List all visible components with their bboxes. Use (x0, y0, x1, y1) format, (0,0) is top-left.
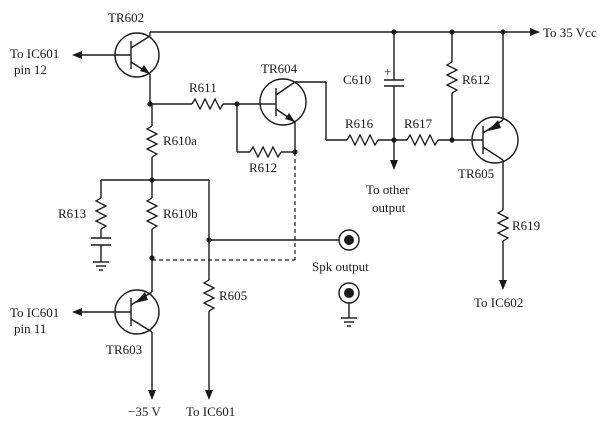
label-r617: R617 (404, 116, 433, 131)
transistor-tr604 (259, 78, 347, 141)
label-r612-right: R612 (462, 72, 490, 87)
spk-ground-jack (338, 282, 360, 327)
label-vee: −35 V (128, 404, 161, 419)
spk-output-jack (338, 229, 360, 251)
resistor-r612-left (237, 122, 296, 159)
resistor-r610b (145, 180, 159, 258)
label-r611: R611 (189, 80, 217, 95)
resistor-r610a (145, 103, 159, 180)
label-tr604: TR604 (261, 61, 298, 76)
label-r613: R613 (58, 206, 86, 221)
label-r610b: R610b (163, 206, 198, 221)
resistor-r617 (406, 133, 483, 147)
transistor-tr602 (72, 32, 160, 104)
resistor-r605 (202, 180, 216, 400)
label-other-output-line1: To other (366, 182, 410, 197)
label-ic601-pin11-line1: To IC601 (10, 305, 59, 320)
transistor-tr605 (471, 32, 519, 210)
resistor-r616 (346, 133, 407, 147)
label-ic601-pin11-line2: pin 11 (14, 321, 46, 336)
label-c610: C610 (343, 72, 371, 87)
label-other-output-line2: output (372, 200, 406, 215)
label-vcc: To 35 Vcc (543, 25, 597, 40)
label-r612-left: R612 (249, 160, 277, 175)
junction-dots (147, 29, 506, 261)
label-tr603: TR603 (106, 342, 142, 357)
resistor-r619 (496, 209, 510, 290)
vcc-rail (150, 28, 540, 36)
feedback-dashed-path (152, 152, 296, 261)
label-ic601-pin12-line2: pin 12 (14, 62, 47, 77)
label-r616: R616 (345, 116, 374, 131)
label-to-ic602: To IC602 (474, 295, 523, 310)
label-r610a: R610a (163, 133, 197, 148)
label-ic601-pin12-line1: To IC601 (10, 46, 59, 61)
label-spk-output: Spk output (312, 259, 369, 274)
capacitor-c610 (384, 32, 404, 170)
resistor-r613 (91, 179, 209, 271)
transistor-tr603 (72, 258, 160, 400)
label-c610-polarity: + (384, 64, 391, 79)
resistor-r612-right (445, 32, 459, 140)
label-tr605: TR605 (458, 166, 494, 181)
label-r619: R619 (512, 218, 540, 233)
resistor-r611 (150, 97, 262, 152)
label-r605: R605 (219, 288, 247, 303)
label-to-ic601: To IC601 (186, 404, 235, 419)
label-tr602: TR602 (108, 10, 144, 25)
